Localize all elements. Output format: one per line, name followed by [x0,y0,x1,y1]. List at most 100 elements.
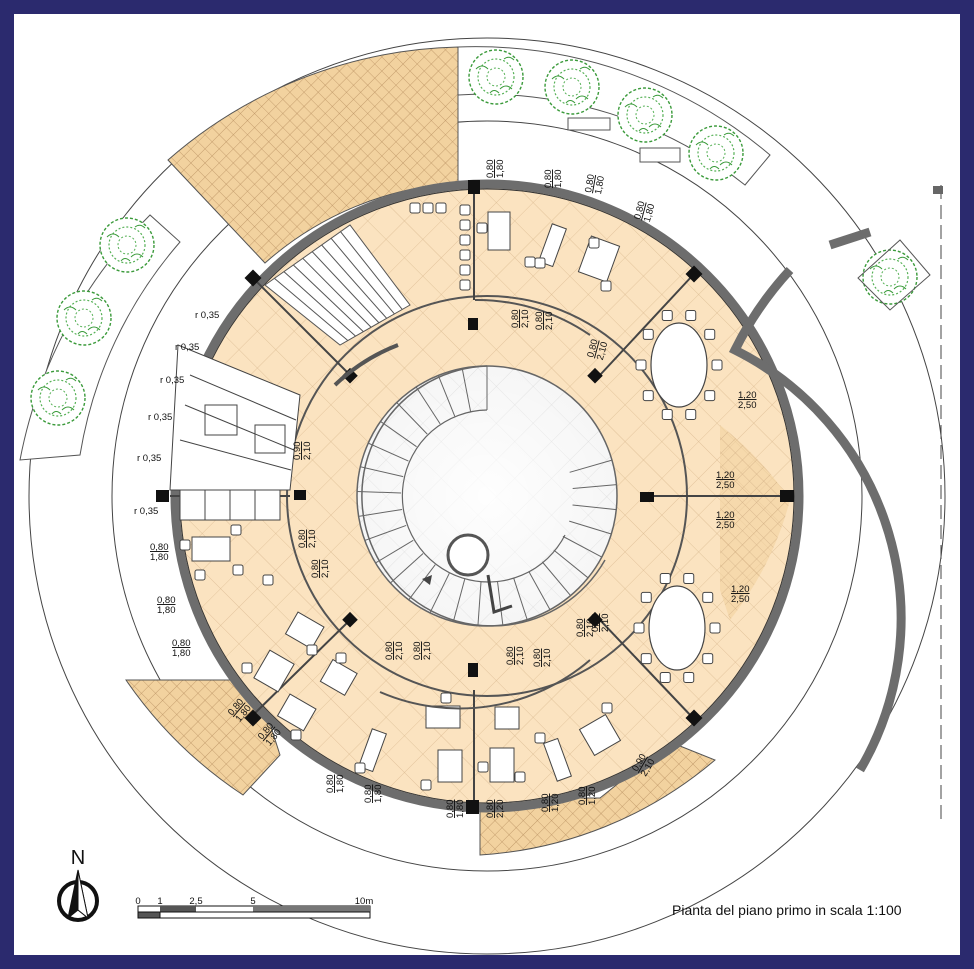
chair-icon [440,692,452,704]
chair-icon [683,671,695,683]
chair-icon [685,408,697,420]
door-south-6: 0,801,20 [577,787,598,806]
chair-icon [335,652,347,664]
chair-icon [640,591,652,603]
door-inner-3: 0,802,10 [585,338,610,361]
door-north-1: 0,801,80 [485,160,506,179]
door-north-3: 0,801,80 [583,173,607,195]
tree-icon [56,290,112,346]
tree-icon [468,49,524,105]
chair-icon [459,219,471,231]
scale-label-4: 10m [355,896,374,907]
chair-icon [704,390,716,402]
window-radius-label: r 0,35 [148,412,172,423]
tree-icon [99,217,155,273]
chair-icon [409,202,421,214]
desks [191,211,622,783]
door-south-inner-2: 0,802,10 [412,642,433,661]
chair-icon [194,569,206,581]
spiral-stair [357,365,617,627]
north-label: N [71,847,85,869]
door-south-inner-4: 0,802,10 [532,649,553,668]
chair-icon [354,762,366,774]
door-north-4: 0,801,80 [632,200,657,223]
chair-icon [635,359,647,371]
chair-icon [435,202,447,214]
chair-icon [524,256,536,268]
chair-icon [683,573,695,585]
chair-icon [459,264,471,276]
plan-caption: Pianta del piano primo in scala 1:100 [672,902,902,918]
door-south-inner-1: 0,802,10 [384,642,405,661]
door-south-3: 0,801,80 [445,800,466,819]
chair-icon [232,564,244,576]
tree-icon [544,59,600,115]
chair-icon [459,249,471,261]
chair-icon [306,644,318,656]
window-radius-label: r 0,35 [134,506,158,517]
chair-icon [422,202,434,214]
scale-label-3: 5 [250,896,255,907]
scale-label-1: 1 [157,896,162,907]
chair-icon [702,591,714,603]
chair-icon [179,539,191,551]
wc-block [169,344,301,521]
scale-bar: 0 1 2,5 5 10m [135,896,374,919]
scale-label-0: 0 [135,896,140,907]
door-inner-1: 0,802,10 [510,310,531,329]
door-west-inner-2: 0,802,10 [310,560,331,579]
chair-icon [459,234,471,246]
chair-icon [477,761,489,773]
straight-stair [264,224,411,346]
chair-icon [601,702,613,714]
chair-icon [230,524,242,536]
tree-icon [30,370,86,426]
door-north-2: 0,801,80 [543,170,564,189]
door-south-inner-3: 0,802,10 [505,647,526,666]
chair-icon [659,671,671,683]
door-south-2: 0,801,80 [363,785,384,804]
door-inner-2: 0,802,10 [534,312,555,331]
door-se-inner: 0,802,10 [590,614,611,633]
chair-icon [534,732,546,744]
chair-icon [709,622,721,634]
chair-icon [642,390,654,402]
chair-icon [459,204,471,216]
chair-icon [640,653,652,665]
door-west-inner-1: 0,802,10 [297,530,318,549]
north-arrow: N [57,847,99,922]
chair-icon [633,622,645,634]
tree-icon [862,249,918,305]
chair-icon [420,779,432,791]
chair-icon [514,771,526,783]
chair-icon [711,359,723,371]
chair-icon [476,222,488,234]
window-radius-label: r 0,35 [160,375,184,386]
window-radius-label: r 0,35 [195,310,219,321]
meeting-tables [648,322,708,671]
chair-icon [659,573,671,585]
chair-icon [241,662,253,674]
door-south-4: 0,802,20 [485,800,506,819]
door-south-5: 0,801,20 [540,794,561,813]
chair-icon [702,653,714,665]
tree-icon [688,125,744,181]
door-south-inner-5: 0,802,10 [575,619,596,638]
chair-icon [661,408,673,420]
chair-icon [534,257,546,269]
chair-icon [685,310,697,322]
tree-icon [617,87,673,143]
chair-icon [642,328,654,340]
trees [30,49,931,426]
door-south-1: 0,801,80 [325,775,346,794]
door-wc: 0,902,10 [292,442,313,461]
chair-icon [600,280,612,292]
chair-icon [588,237,600,249]
window-radius-label: r 0,35 [175,342,199,353]
